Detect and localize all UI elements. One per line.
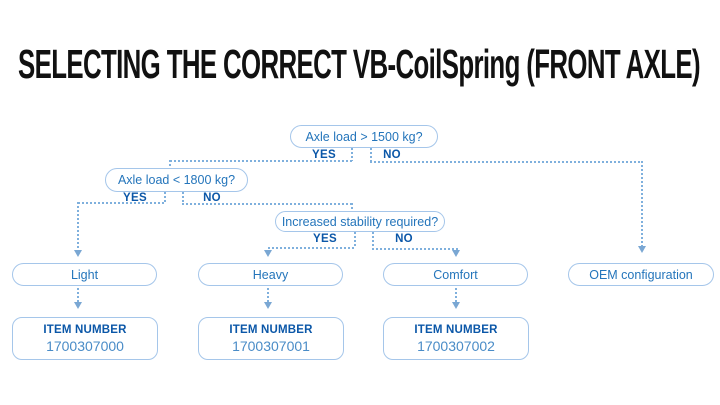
- outcome-heavy: Heavy: [198, 263, 343, 286]
- outcome-light-label: Light: [70, 267, 99, 282]
- arrow-down-icon: [74, 250, 82, 257]
- arrow-down-icon: [264, 250, 272, 257]
- item-number-heading: ITEM NUMBER: [229, 323, 313, 336]
- connector-d3-yes-stub: [354, 232, 356, 248]
- connector-comfort-item: [455, 288, 457, 302]
- decision2-no-label: NO: [203, 192, 221, 204]
- decision-axle-load-1800-text: Axle load < 1800 kg?: [117, 173, 236, 187]
- item-number-box-heavy: ITEM NUMBER 1700307001: [198, 317, 344, 360]
- decision-axle-load-1500: Axle load > 1500 kg?: [290, 125, 438, 148]
- connector-d2-yes-stub: [164, 192, 166, 203]
- item-number-value: 1700307002: [417, 337, 495, 354]
- outcome-oem-configuration-label: OEM configuration: [589, 267, 693, 282]
- decision-axle-load-1800: Axle load < 1800 kg?: [105, 168, 248, 192]
- decision2-yes-label: YES: [123, 192, 147, 204]
- item-number-value: 1700307001: [232, 337, 310, 354]
- connector-d2-no-drop: [351, 203, 353, 211]
- connector-heavy-item: [267, 288, 269, 302]
- connector-d3-no-horizontal: [372, 248, 458, 250]
- connector-light-item: [77, 288, 79, 302]
- connector-d1-no-stub: [370, 148, 372, 162]
- arrow-down-icon: [638, 246, 646, 253]
- page-title: SELECTING THE CORRECT VB-CoilSpring (FRO…: [18, 41, 701, 87]
- decision-increased-stability-text: Increased stability required?: [281, 214, 439, 229]
- connector-d2-yes-horizontal: [78, 202, 166, 204]
- item-number-heading: ITEM NUMBER: [414, 323, 498, 336]
- outcome-light: Light: [12, 263, 157, 286]
- arrow-down-icon: [74, 302, 82, 309]
- outcome-heavy-label: Heavy: [252, 267, 289, 282]
- arrow-down-icon: [452, 250, 460, 257]
- connector-d2-no-horizontal: [182, 203, 353, 205]
- connector-d1-yes-stub: [351, 148, 353, 161]
- connector-d1-no-horizontal: [370, 161, 643, 163]
- decision1-yes-label: YES: [312, 149, 336, 161]
- connector-d3-no-stub: [372, 232, 374, 249]
- outcome-comfort: Comfort: [383, 263, 528, 286]
- outcome-comfort-label: Comfort: [433, 267, 478, 282]
- decision3-no-label: NO: [395, 233, 413, 245]
- decision1-no-label: NO: [383, 149, 401, 161]
- connector-d2-yes-drop: [77, 202, 79, 250]
- decision3-yes-label: YES: [313, 233, 337, 245]
- connector-d1-no-drop: [641, 161, 643, 246]
- connector-d3-yes-horizontal: [268, 247, 356, 249]
- decision-increased-stability: Increased stability required?: [275, 211, 445, 232]
- arrow-down-icon: [264, 302, 272, 309]
- item-number-value: 1700307000: [46, 337, 124, 354]
- item-number-box-comfort: ITEM NUMBER 1700307002: [383, 317, 529, 360]
- decision-axle-load-1500-text: Axle load > 1500 kg?: [305, 129, 423, 144]
- arrow-down-icon: [452, 302, 460, 309]
- connector-d1-yes-horizontal: [170, 160, 352, 162]
- outcome-oem-configuration: OEM configuration: [568, 263, 714, 286]
- connector-d2-no-stub: [182, 192, 184, 204]
- item-number-heading: ITEM NUMBER: [43, 323, 127, 336]
- item-number-box-light: ITEM NUMBER 1700307000: [12, 317, 158, 360]
- connector-d1-yes-drop: [169, 160, 171, 168]
